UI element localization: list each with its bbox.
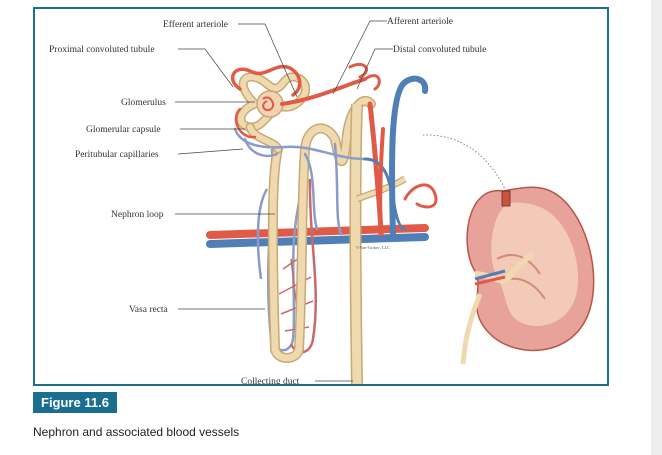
label-glomerulus: Glomerulus <box>121 98 166 108</box>
figure-badge: Figure 11.6 <box>33 392 117 413</box>
kidney-highlight-box <box>501 190 511 207</box>
page-scrollbar[interactable] <box>651 0 662 455</box>
label-leaders <box>175 20 393 382</box>
kidney-inset <box>422 134 595 365</box>
figure-frame: Efferent arteriole Afferent arteriole Pr… <box>33 7 609 386</box>
label-distal-convoluted-tubule: Distal convoluted tubule <box>393 45 486 55</box>
copyright-notice: ©Van-Griner, LLC <box>356 245 390 251</box>
label-peritubular-capillaries: Peritubular capillaries <box>75 150 159 160</box>
label-proximal-convoluted-tubule: Proximal convoluted tubule <box>49 45 155 55</box>
label-collecting-duct: Collecting duct <box>241 377 300 386</box>
veins <box>378 75 438 237</box>
label-afferent-arteriole: Afferent arteriole <box>387 16 453 27</box>
nephron-illustration: Efferent arteriole Afferent arteriole Pr… <box>49 16 595 386</box>
glomerulus <box>256 90 284 118</box>
renal-vessels <box>206 224 429 248</box>
label-nephron-loop: Nephron loop <box>111 210 164 220</box>
label-glomerular-capsule: Glomerular capsule <box>86 125 161 135</box>
figure-caption: Nephron and associated blood vessels <box>33 425 240 439</box>
collecting-duct <box>349 103 407 384</box>
label-vasa-recta: Vasa recta <box>129 305 169 315</box>
label-efferent-arteriole: Efferent arteriole <box>163 19 228 30</box>
